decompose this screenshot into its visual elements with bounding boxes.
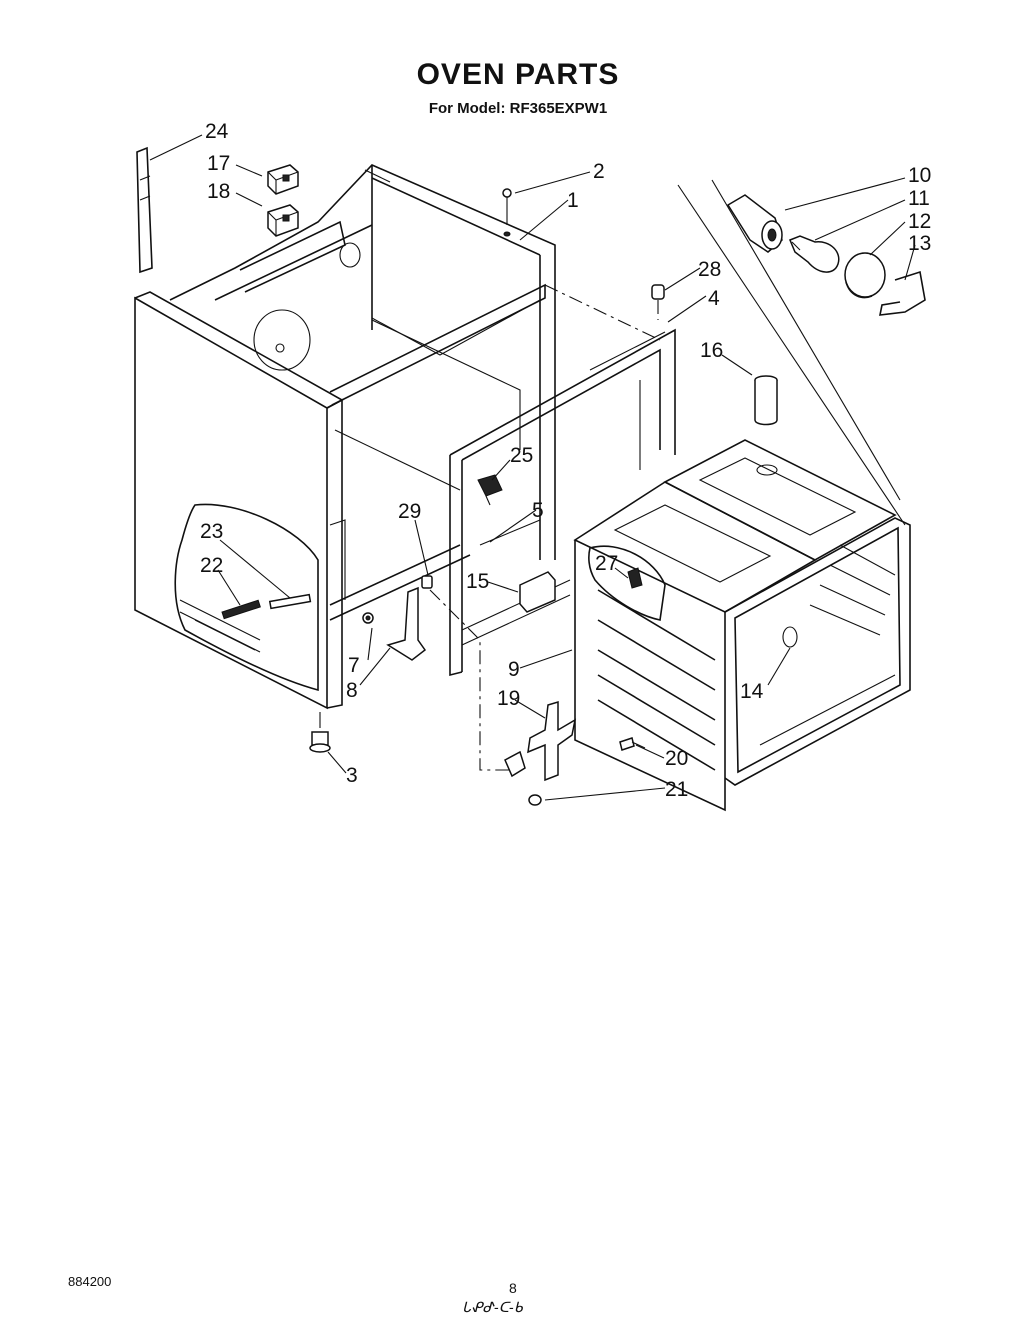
callout-19: 19 xyxy=(497,687,520,710)
callout-4: 4 xyxy=(708,287,720,310)
callout-20: 20 xyxy=(665,747,688,770)
callout-29: 29 xyxy=(398,500,421,523)
callout-11: 11 xyxy=(908,187,930,210)
callout-labels: 24 17 18 2 1 10 11 12 13 28 4 16 25 29 5… xyxy=(200,120,931,801)
model-subtitle: For Model: RF365EXPW1 xyxy=(428,100,608,117)
part-9-oven-liner xyxy=(573,439,911,812)
callout-27: 27 xyxy=(595,552,618,575)
callout-3: 3 xyxy=(346,764,358,787)
callout-7: 7 xyxy=(348,654,360,677)
callout-15: 15 xyxy=(466,570,489,593)
callout-18: 18 xyxy=(207,180,230,203)
callout-14: 14 xyxy=(740,680,764,703)
part-18-block xyxy=(267,204,299,237)
callout-16: 16 xyxy=(700,339,723,362)
part-3-leveling-leg xyxy=(309,712,331,753)
callout-21: 21 xyxy=(665,778,688,801)
part-16-vent-tube xyxy=(754,375,778,426)
part-5-rod xyxy=(479,519,541,546)
callout-10: 10 xyxy=(908,164,931,187)
callout-28: 28 xyxy=(698,258,721,281)
callout-9: 9 xyxy=(508,658,520,681)
part-10-socket xyxy=(726,194,783,253)
part-7-washer xyxy=(362,612,374,624)
part-19-hinge-bracket xyxy=(504,700,577,782)
catalog-code: 884200 xyxy=(68,1274,112,1289)
cabinet-body xyxy=(134,164,556,710)
part-21-clip xyxy=(528,794,542,806)
callout-23: 23 xyxy=(200,520,223,543)
part-28-plug xyxy=(651,284,665,300)
callout-22: 22 xyxy=(200,554,223,577)
part-13-clip xyxy=(878,270,926,316)
part-25-switch xyxy=(477,474,503,506)
part-17-block xyxy=(267,164,299,195)
callout-1: 1 xyxy=(567,189,579,212)
page-title: OVEN PARTS xyxy=(416,58,620,91)
callout-5: 5 xyxy=(532,499,544,522)
callout-2: 2 xyxy=(593,160,605,183)
callout-24: 24 xyxy=(205,120,229,143)
page-number: 8 xyxy=(509,1280,517,1296)
part-15-bracket xyxy=(519,571,556,613)
part-12-lens xyxy=(844,252,886,299)
part-24-bracket xyxy=(136,146,153,274)
part-2-screw xyxy=(502,188,512,237)
callout-arrows xyxy=(149,134,916,801)
part-11-bulb xyxy=(789,235,840,273)
callout-13: 13 xyxy=(908,232,931,255)
callout-12: 12 xyxy=(908,210,931,233)
part-8-hinge xyxy=(386,586,427,661)
handwritten-note: ᒐᕵᕷ-ᑕ-ᑲ xyxy=(462,1300,523,1316)
callout-17: 17 xyxy=(207,152,230,175)
side-panel-cutaway xyxy=(174,503,319,692)
part-20-screw xyxy=(619,737,646,751)
part-29-fitting xyxy=(421,575,433,589)
callout-25: 25 xyxy=(510,444,533,467)
part-4-front-frame xyxy=(449,328,676,677)
callout-8: 8 xyxy=(346,679,358,702)
